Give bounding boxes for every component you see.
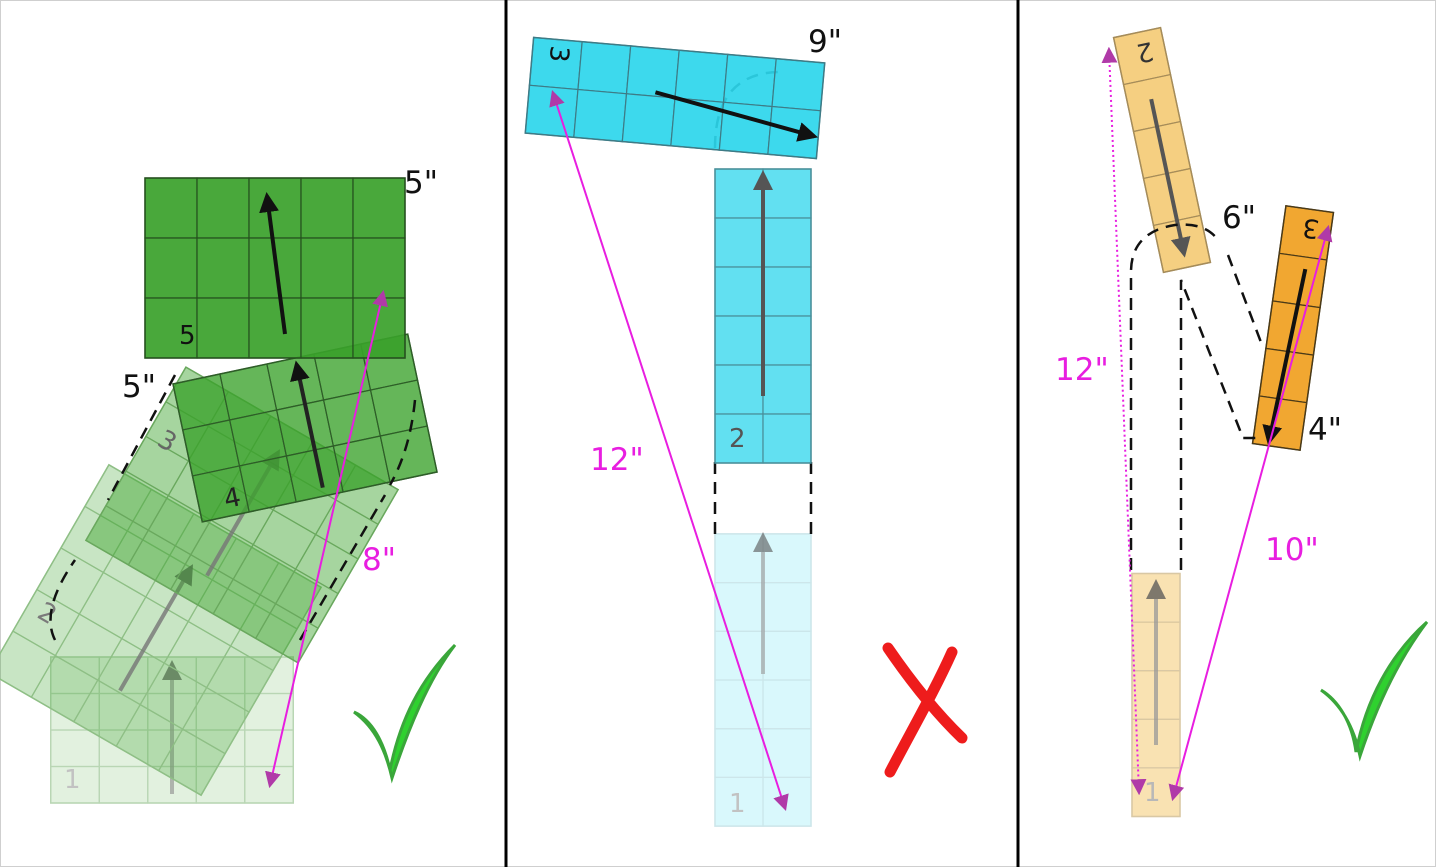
tile-cell [98, 765, 149, 804]
tile-2-right: 2 [1112, 26, 1212, 274]
tile-4: 4 [172, 333, 438, 523]
tile-cell [762, 630, 812, 681]
tile-cell [144, 177, 198, 239]
tile-cell [524, 84, 579, 138]
distance-arrow-right [1168, 224, 1333, 802]
tile-cell [352, 177, 406, 239]
distance-label-left: 8" [362, 542, 396, 578]
tile-cell [196, 237, 250, 299]
distance-label-middle: 12" [590, 442, 644, 478]
check-icon-left [353, 643, 457, 784]
tile-1-right-number: 1 [1144, 778, 1161, 808]
tile-cell [248, 177, 302, 239]
tile-cell [195, 765, 246, 804]
tile-cell [621, 93, 676, 147]
tile-4-number: 4 [221, 482, 243, 515]
distance-arrow-right-dotted [1101, 46, 1147, 796]
tile-cell [714, 168, 764, 219]
tile-cell [50, 729, 100, 768]
tile-cell [714, 364, 764, 415]
tile-cell [714, 679, 764, 730]
width-label-right-bottom: 4" [1308, 412, 1342, 448]
tile-1-middle-number: 1 [729, 789, 746, 819]
tile-cell [573, 88, 628, 143]
tile-cell [352, 237, 406, 299]
right-dashed-guide [1129, 223, 1264, 570]
distance-arrow-middle [549, 89, 789, 812]
middle-panel: 1 2 3 9" 12" [524, 24, 968, 827]
left-panel: 1 2 3 4 5 5" 5" 8" [0, 165, 457, 804]
tile-cell [714, 315, 764, 366]
width-label-middle: 5" [122, 369, 156, 405]
tile-cell [762, 776, 812, 827]
tile-3-middle: 3 [524, 36, 826, 160]
tile-2-middle: 2 [714, 168, 812, 464]
tile-cell [144, 297, 198, 359]
tile-cell [196, 177, 250, 239]
tile-cell [762, 217, 812, 268]
distance-label-right-left: 12" [1055, 352, 1109, 388]
tile-cell [300, 237, 354, 299]
tile-cell [762, 728, 812, 779]
tile-cell [714, 217, 764, 268]
tile-cell [674, 49, 729, 103]
tile-cell [762, 413, 812, 464]
tile-cell [771, 58, 826, 112]
tile-3-middle-number: 3 [543, 44, 574, 63]
tile-cell [248, 297, 302, 359]
distance-label-right-right: 10" [1265, 532, 1319, 568]
tile-cell [50, 692, 100, 731]
tile-5-number: 5 [179, 321, 196, 351]
tile-cell [244, 765, 294, 804]
tile-cell [762, 266, 812, 317]
tile-1-number: 1 [64, 765, 81, 795]
tile-1-middle: 1 [714, 532, 812, 827]
tile-cell [762, 581, 812, 632]
tile-cell [196, 297, 250, 359]
tile-2-middle-number: 2 [729, 424, 746, 454]
tile-cell [762, 533, 812, 584]
tile-cell [762, 679, 812, 730]
width-label-middle-top: 9" [808, 24, 842, 60]
right-panel: 1 2 3 6" 4" 12" 10" [1055, 26, 1429, 818]
tile-cell [762, 364, 812, 415]
tile-cell [300, 297, 354, 359]
tile-5: 5 [144, 177, 406, 359]
width-label-right-top: 6" [1222, 200, 1256, 236]
tile-cell [714, 581, 764, 632]
tile-2: 2 [0, 463, 323, 797]
tile-cell [714, 533, 764, 584]
tile-cell [718, 101, 773, 155]
tile-border [0, 463, 323, 797]
check-icon-right [1320, 620, 1429, 762]
left-dashed-guide-inner [388, 399, 417, 486]
tile-cell [577, 41, 632, 95]
tile-cell [714, 630, 764, 681]
tile-cell [714, 266, 764, 317]
tile-cell [762, 168, 812, 219]
tile-cell [195, 692, 246, 731]
tile-cell [244, 729, 294, 768]
cross-icon [882, 642, 968, 778]
tile-cell [300, 177, 354, 239]
tile-cell [625, 45, 680, 99]
tile-cell [144, 237, 198, 299]
distance-arrow-left [265, 289, 388, 789]
width-label-top: 5" [404, 165, 438, 201]
tile-cell [722, 53, 777, 108]
tile-cell [762, 315, 812, 366]
tile-cell [714, 728, 764, 779]
tile-cell [50, 656, 100, 695]
